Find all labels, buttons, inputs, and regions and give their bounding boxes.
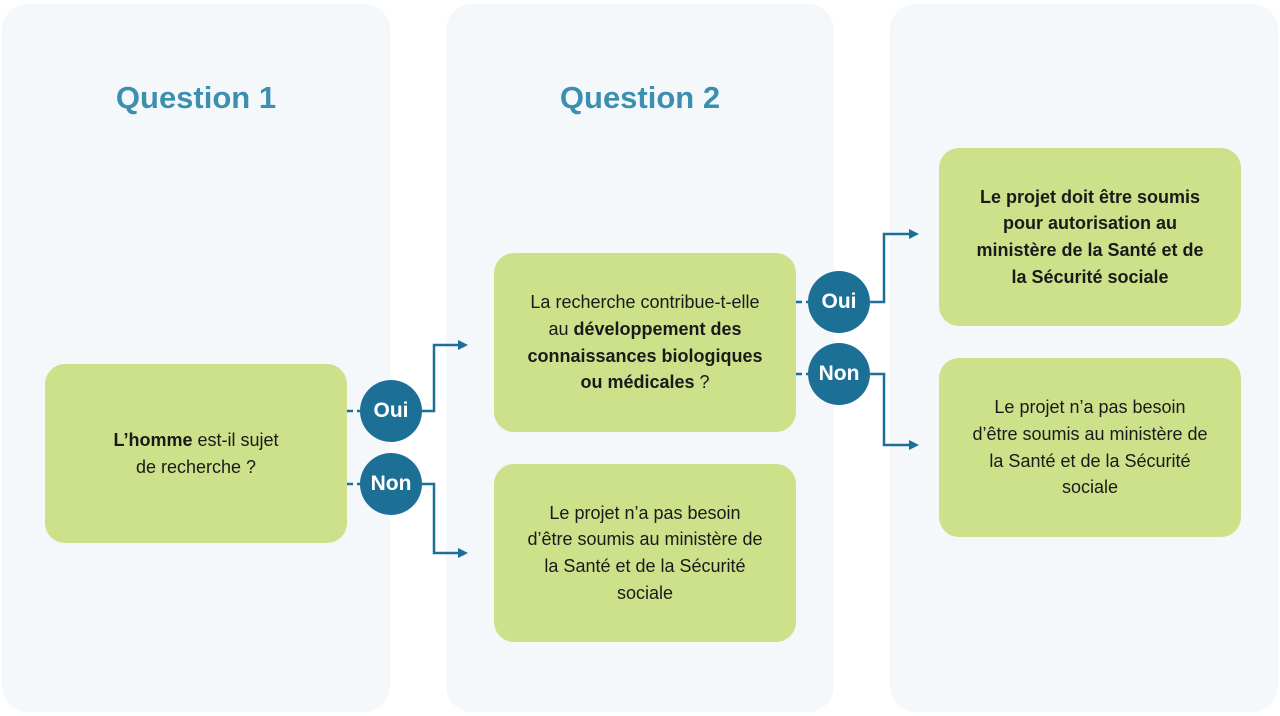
q2-no-line2: d’être soumis au ministère de — [527, 529, 763, 550]
q2-line4-plain: ? — [694, 372, 710, 393]
q1-line2: de recherche ? — [135, 456, 257, 477]
q2-yes-badge: Oui — [808, 271, 870, 333]
q1-yes-badge: Oui — [360, 380, 422, 442]
q1-no-badge: Non — [360, 453, 422, 515]
q2-line4-bold: ou médicales — [580, 372, 695, 393]
q2-no-line4: sociale — [616, 582, 673, 603]
q2-line2-plain: au — [548, 318, 574, 339]
result-no-line3: la Santé et de la Sécurité — [989, 450, 1191, 471]
question-1-title: Question 1 — [115, 80, 277, 115]
result-yes-line2: pour autorisation au — [1002, 213, 1177, 234]
result-no-line2: d’être soumis au ministère de — [972, 423, 1208, 444]
q2-line1: La recherche contribue-t-elle — [530, 292, 760, 313]
q2-no-badge: Non — [808, 343, 870, 405]
result-yes-line4: la Sécurité sociale — [1011, 266, 1169, 287]
question-1-box: L’homme est-il sujet de recherche ? — [45, 364, 347, 543]
result-no-line4: sociale — [1061, 477, 1118, 498]
question-2-box: La recherche contribue-t-elle au dévelop… — [494, 253, 796, 432]
result-yes-line3: ministère de la Santé et de — [976, 240, 1204, 260]
question-2-title: Question 2 — [559, 80, 721, 115]
q2-line2-bold: développement des — [573, 318, 742, 339]
result-no-box: Le projet n’a pas besoin d’être soumis a… — [939, 358, 1241, 537]
q2-no-line3: la Santé et de la Sécurité — [544, 556, 746, 576]
result-yes-line1: Le projet doit être soumis — [979, 186, 1201, 207]
q2-no-outcome-box: Le projet n’a pas besoin d’être soumis a… — [494, 464, 796, 642]
q1-subject-bold: L’homme — [113, 429, 193, 450]
result-no-line1: Le projet n’a pas besoin — [994, 397, 1186, 418]
q1-line1-rest: est-il sujet — [192, 429, 279, 450]
result-yes-box: Le projet doit être soumis pour autorisa… — [939, 148, 1241, 326]
q2-no-line1: Le projet n’a pas besoin — [549, 502, 741, 523]
column-question-1: Question 1 — [2, 4, 390, 712]
q2-line3-bold: connaissances biologiques — [527, 345, 763, 366]
